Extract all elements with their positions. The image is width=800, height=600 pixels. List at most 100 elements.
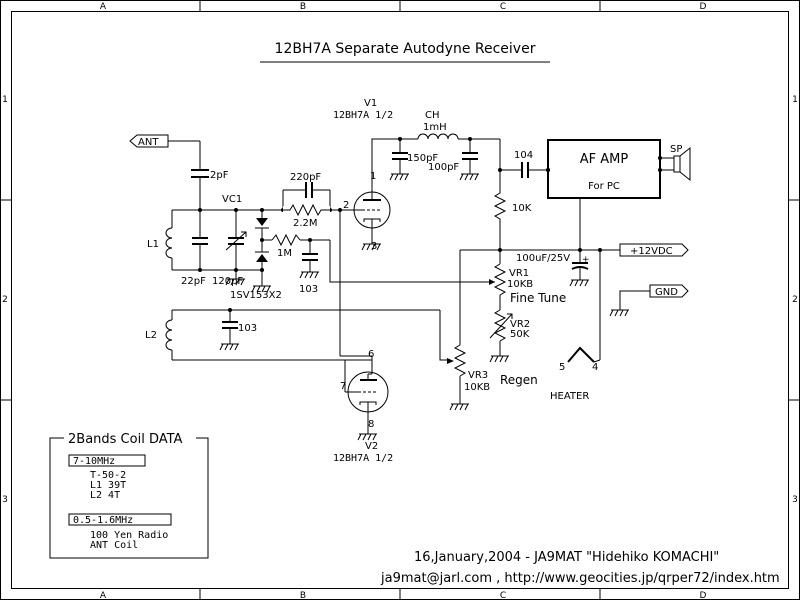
choke-ch — [400, 133, 500, 140]
coil-band1-line1: T-50-2 — [90, 470, 126, 481]
capacitor-150pf — [392, 139, 408, 170]
row-label-3-right: 3 — [792, 495, 798, 505]
heater-pin4: 4 — [592, 362, 598, 373]
vc1-label: VC1 — [222, 194, 242, 205]
page-title: 12BH7A Separate Autodyne Receiver — [275, 41, 536, 57]
varactor-diodes-1sv153 — [255, 210, 269, 282]
vcc-label: +12VDC — [630, 246, 673, 257]
cap-103-bias-label: 103 — [299, 284, 318, 295]
resistor-1m-label: 1M — [277, 248, 292, 259]
choke-value: 1mH — [423, 122, 447, 133]
cap-22pf-label: 22pF — [181, 276, 206, 287]
resistor-2m2 — [283, 203, 330, 217]
variable-resistor-vr2[interactable] — [489, 309, 513, 352]
footer-contact: ja9mat@jarl.com , http://www.geocities.j… — [380, 571, 780, 586]
capacitor-100pf — [462, 139, 478, 170]
potentiometer-vr3[interactable] — [447, 344, 467, 400]
vr3-label: VR3 — [468, 370, 488, 381]
cap-150pf-label: 150pF — [407, 153, 438, 164]
vr1-value: 10KB — [507, 279, 533, 290]
wire-bias-to-vr1 — [329, 240, 495, 283]
col-label-c-top: C — [500, 2, 506, 12]
col-label-b-bottom: B — [300, 591, 306, 600]
potentiometer-vr1[interactable] — [489, 250, 507, 310]
resistor-10k — [493, 190, 507, 250]
cap-103-l2-label: 103 — [238, 323, 257, 334]
row-label-2-left: 2 — [2, 295, 8, 305]
capacitor-103-bias — [302, 240, 318, 268]
row-label-1-right: 1 — [792, 95, 798, 105]
capacitor-2pf — [191, 169, 209, 210]
vr3-value: 10KB — [464, 382, 490, 393]
inductor-l1 — [165, 210, 173, 270]
af-amp-title: AF AMP — [580, 152, 629, 167]
vr2-value: 50K — [510, 329, 530, 340]
inductor-l2 — [165, 308, 440, 361]
coil-band2-line1: 100 Yen Radio — [90, 530, 168, 541]
tube-v1 — [353, 191, 391, 240]
fine-tune-label: Fine Tune — [510, 291, 566, 305]
v2-pin8: 8 — [368, 419, 374, 430]
choke-label: CH — [425, 110, 440, 121]
coil-band1: 7-10MHz — [73, 456, 115, 467]
v1-pin3: 3 — [371, 241, 377, 252]
svg-text:+: + — [582, 255, 590, 265]
af-amp-subtitle: For PC — [588, 181, 620, 192]
v1-pin2: 2 — [343, 200, 349, 211]
heater-label: HEATER — [550, 391, 589, 402]
l2-label: L2 — [145, 330, 157, 341]
ant-terminal — [129, 134, 201, 170]
col-label-c-bottom: C — [500, 591, 506, 600]
capacitor-103-l2 — [222, 310, 238, 340]
v2-type: 12BH7A 1/2 — [333, 453, 393, 464]
cap-104-label: 104 — [514, 150, 533, 161]
speaker-icon — [660, 146, 691, 182]
row-label-3-left: 3 — [2, 495, 8, 505]
gnd-terminal — [619, 284, 689, 306]
col-label-a-top: A — [100, 2, 107, 12]
ant-label: ANT — [138, 137, 159, 148]
cap-100pf-label: 100pF — [428, 162, 459, 173]
cap-2pf-label: 2pF — [210, 170, 229, 181]
resistor-10k-label: 10K — [512, 203, 532, 214]
col-label-a-bottom: A — [100, 591, 107, 600]
coil-band2: 0.5-1.6MHz — [73, 515, 133, 526]
resistor-1m — [262, 233, 330, 247]
heater-filament — [567, 250, 601, 363]
capacitor-100uf: + — [571, 250, 590, 276]
vr2-label: VR2 — [510, 319, 530, 330]
coil-band1-line2: L1 39T — [90, 480, 126, 491]
vcc-terminal — [619, 243, 689, 257]
coil-band2-line2: ANT Coil — [90, 540, 138, 551]
heater-pin5: 5 — [559, 362, 565, 373]
row-label-1-left: 1 — [2, 95, 8, 105]
v2-pin7: 7 — [340, 381, 346, 392]
row-label-2-right: 2 — [792, 295, 798, 305]
cap-220pf-label: 220pF — [290, 172, 321, 183]
speaker-label: SP — [670, 144, 682, 155]
col-label-d-bottom: D — [700, 591, 707, 600]
tube-v2 — [344, 356, 389, 430]
diodes-label: 1SV153X2 — [230, 290, 282, 301]
capacitor-22pf — [192, 210, 208, 270]
vr1-label: VR1 — [509, 268, 529, 279]
coil-data-title: 2Bands Coil DATA — [68, 432, 183, 447]
l1-label: L1 — [147, 239, 159, 250]
col-label-b-top: B — [300, 2, 306, 12]
v2-name: V2 — [365, 441, 378, 452]
col-label-d-top: D — [700, 2, 707, 12]
v1-name: V1 — [364, 98, 377, 109]
v1-type: 12BH7A 1/2 — [333, 110, 393, 121]
wire-v1-plate — [371, 138, 400, 192]
regen-label: Regen — [500, 373, 538, 387]
v2-pin6: 6 — [368, 349, 374, 360]
footer-date-author: 16,January,2004 - JA9MAT "Hidehiko KOMAC… — [414, 550, 719, 565]
capacitor-104 — [500, 162, 550, 178]
coil-band1-line3: L2 4T — [90, 490, 120, 501]
gnd-label: GND — [655, 287, 678, 298]
coil-data-box — [49, 430, 209, 559]
cap-100uf-label: 100uF/25V — [516, 253, 570, 264]
